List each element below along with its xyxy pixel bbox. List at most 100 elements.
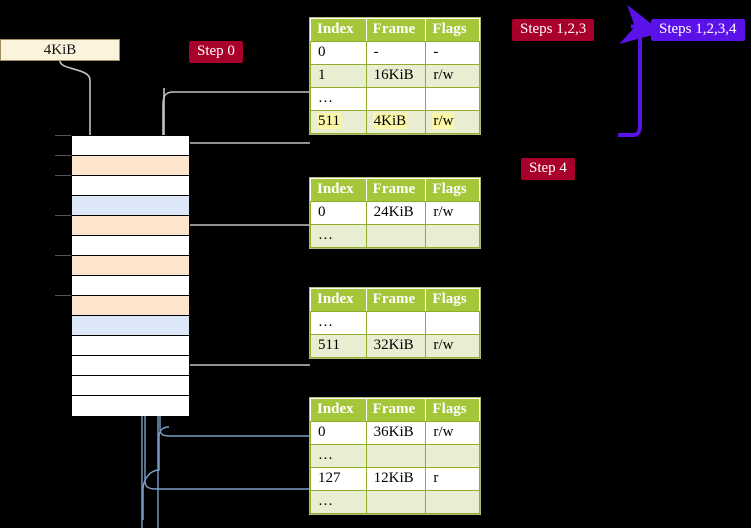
table-cell: r/w (425, 110, 480, 134)
memory-row (72, 356, 189, 376)
table-cell: … (310, 87, 367, 111)
table-row: 127 12KiB r (310, 467, 480, 491)
table-row: 1 16KiB r/w (310, 64, 480, 88)
cell-value: 0 (318, 204, 326, 220)
table-row: 0 24KiB r/w (310, 201, 480, 225)
column-header-flags: Flags (425, 18, 480, 42)
column-header-index: Index (310, 178, 367, 202)
cell-value: 511 (318, 337, 340, 353)
column-header-frame: Frame (365, 398, 427, 422)
frame-size-box: 4KiB (0, 39, 120, 61)
cell-value (373, 493, 375, 509)
memory-row (72, 316, 189, 336)
table-cell: - (365, 41, 427, 65)
table-cell: … (310, 444, 367, 468)
memory-row (72, 196, 189, 216)
memory-row (72, 396, 189, 416)
cell-value: r/w (433, 67, 454, 83)
table-cell (365, 311, 427, 335)
table-cell: 0 (310, 41, 367, 65)
table-cell (365, 490, 427, 514)
table-row: 511 32KiB r/w (310, 334, 480, 358)
memory-row (72, 256, 189, 276)
table-cell: 32KiB (365, 334, 427, 358)
cell-value (373, 314, 375, 330)
cell-value (432, 447, 434, 463)
table-cell: 127 (310, 467, 367, 491)
mem-tick (55, 155, 71, 156)
cell-value: 1 (318, 67, 326, 83)
cell-value: … (318, 493, 334, 509)
table-cell (365, 444, 427, 468)
cell-value: 0 (318, 44, 326, 60)
table-cell (425, 224, 480, 248)
table-cell: 24KiB (365, 201, 427, 225)
table-row: … (310, 444, 480, 468)
table-cell: … (310, 311, 367, 335)
table-cell: 36KiB (365, 421, 427, 445)
memory-row (72, 236, 189, 256)
cell-value: 36KiB (373, 424, 414, 440)
table-cell: 12KiB (365, 467, 427, 491)
cell-value: r (433, 470, 439, 486)
badge-steps-1-2-3: Steps 1,2,3 (512, 19, 595, 42)
memory-row (72, 216, 189, 236)
cell-value (432, 493, 434, 509)
mem-tick (55, 175, 71, 176)
column-header-frame: Frame (365, 178, 427, 202)
cell-value: 0 (318, 424, 326, 440)
table-cell: r (425, 467, 480, 491)
memory-row (72, 376, 189, 396)
cell-value: 16KiB (373, 67, 414, 83)
memory-row (72, 136, 189, 156)
column-header-flags: Flags (425, 178, 480, 202)
mem-tick (55, 295, 71, 296)
memory-row (72, 296, 189, 316)
memory-block (71, 135, 190, 416)
cell-value: … (318, 227, 334, 243)
cell-value (432, 227, 434, 243)
table-cell: 4KiB (365, 110, 427, 134)
column-header-frame: Frame (365, 288, 427, 312)
table-row: … (310, 224, 480, 248)
cell-value: r/w (433, 337, 454, 353)
badge-step-0: Step 0 (189, 41, 243, 64)
table-cell (365, 87, 427, 111)
table-cell: 0 (310, 421, 367, 445)
cell-value: 12KiB (373, 470, 414, 486)
table-cell (365, 224, 427, 248)
table-cell (425, 87, 480, 111)
table-cell: 16KiB (365, 64, 427, 88)
table-cell: … (310, 490, 367, 514)
column-header-frame: Frame (365, 18, 427, 42)
cell-value (373, 227, 375, 243)
cell-value (432, 314, 434, 330)
table-row: … (310, 87, 480, 111)
table-cell: … (310, 224, 367, 248)
table-cell: - (425, 41, 480, 65)
cell-value: 24KiB (373, 204, 414, 220)
mem-tick (55, 135, 71, 136)
table-cell: r/w (425, 201, 480, 225)
column-header-index: Index (310, 18, 367, 42)
table-row: … (310, 311, 480, 335)
table-cell: r/w (425, 421, 480, 445)
mem-tick (55, 215, 71, 216)
column-header-index: Index (310, 398, 367, 422)
cell-value (373, 90, 375, 106)
table-cell: 0 (310, 201, 367, 225)
table-cell: r/w (425, 334, 480, 358)
table-cell: 1 (310, 64, 367, 88)
cell-value: … (318, 314, 334, 330)
frame-size-label: 4KiB (43, 41, 77, 58)
table-cell (425, 490, 480, 514)
memory-row (72, 336, 189, 356)
table-cell (425, 311, 480, 335)
cell-value: 32KiB (373, 337, 414, 353)
cell-value: r/w (433, 204, 454, 220)
cell-value: - (433, 44, 439, 60)
